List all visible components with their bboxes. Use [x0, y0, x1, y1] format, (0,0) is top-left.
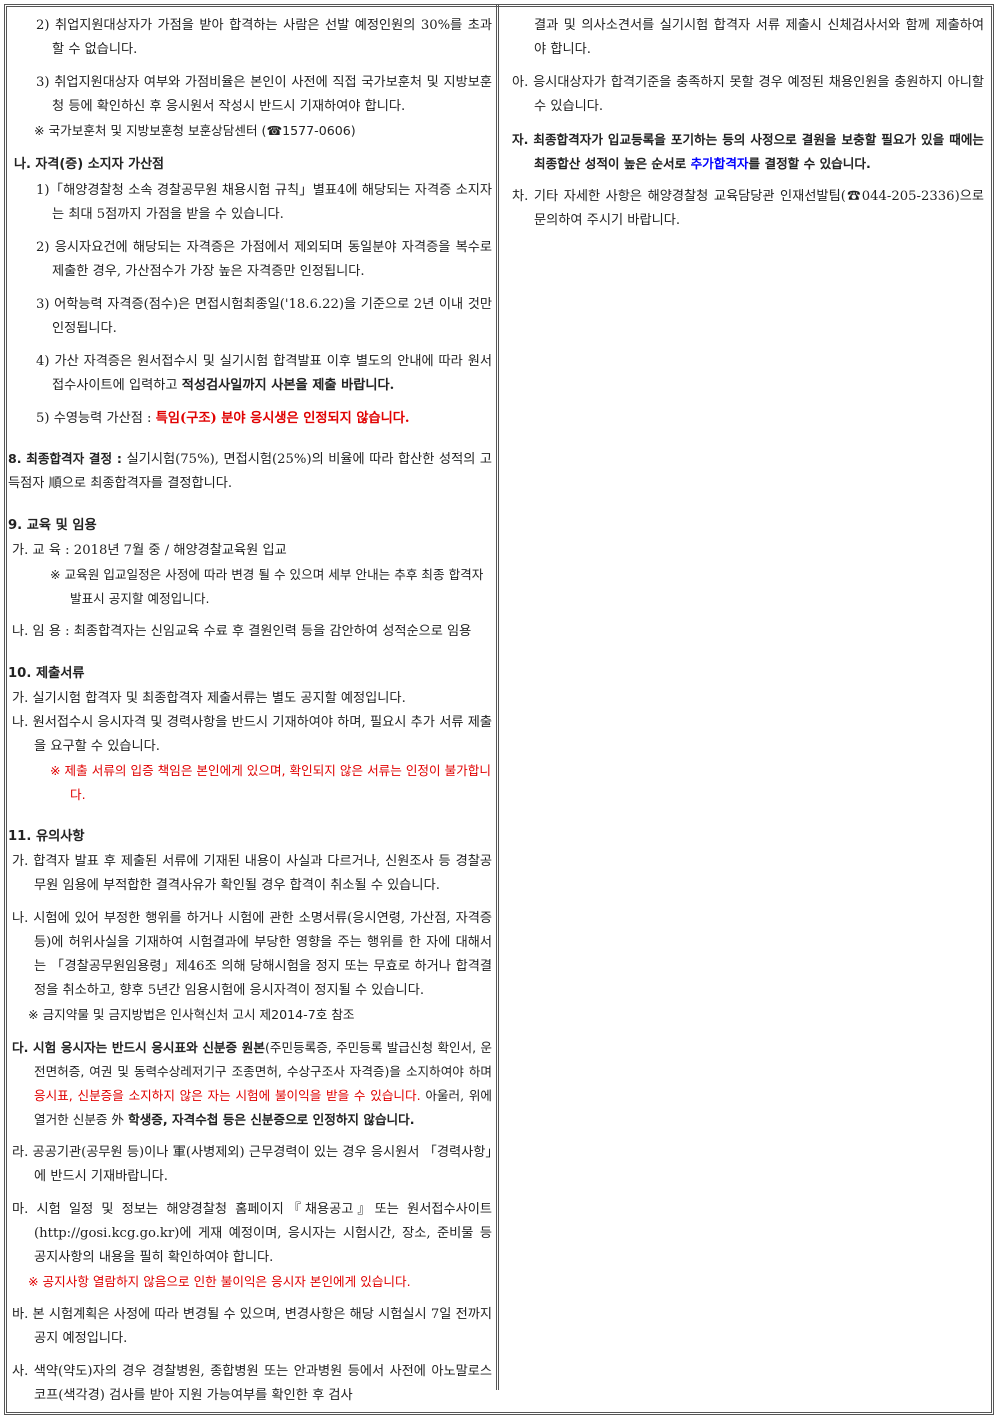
- sa-continued: 결과 및 의사소견서를 실기시험 합격자 서류 제출시 신체검사서와 함께 제출…: [534, 18, 984, 57]
- right-column: 결과 및 의사소견서를 실기시험 합격자 서류 제출시 신체검사서와 함께 제출…: [508, 14, 984, 242]
- s11-ma: 마. 시험 일정 및 정보는 해양경찰청 홈페이지『채용공고』또는 원서접수사이…: [12, 1202, 492, 1265]
- item-ja: 자. 최종합격자가 입교등록을 포기하는 등의 사정으로 결원을 보충할 필요가…: [512, 132, 984, 171]
- item-n2: 2) 응시자요건에 해당되는 자격증은 가점에서 제외되며 동일분야 자격증을 …: [36, 240, 492, 279]
- s9-ga-note: ※ 교육원 입교일정은 사정에 따라 변경 될 수 있으며 세부 안내는 추후 …: [50, 567, 484, 606]
- item-a2: 2) 취업지원대상자가 가점을 받아 합격하는 사람은 선발 예정인원의 30%…: [36, 18, 492, 57]
- s11-ga: 가. 합격자 발표 후 제출된 서류에 기재된 내용이 사실과 다르거나, 신원…: [12, 854, 492, 893]
- a3-note: ※ 국가보훈처 및 지방보훈청 보훈상담센터 (☎1577-0606): [34, 123, 356, 138]
- s11-na-note: ※ 금지약물 및 금지방법은 인사혁신처 고시 제2014-7호 참조: [28, 1007, 355, 1022]
- section-na-title: 나. 자격(증) 소지자 가산점: [14, 157, 164, 172]
- s10-ga: 가. 실기시험 합격자 및 최종합격자 제출서류는 별도 공지할 예정입니다.: [12, 691, 406, 706]
- section-10-title: 10. 제출서류: [8, 666, 85, 681]
- s9-ga: 가. 교 육 : 2018년 7월 중 / 해양경찰교육원 입교: [12, 543, 287, 558]
- s9-na: 나. 임 용 : 최종합격자는 신임교육 수료 후 결원인력 등을 감안하여 성…: [12, 624, 472, 639]
- s11-ra: 라. 공공기관(공무원 등)이나 軍(사병제외) 근무경력이 있는 경우 응시원…: [12, 1145, 492, 1184]
- item-n5: 5) 수영능력 가산점 : 특임(구조) 분야 응시생은 인정되지 않습니다.: [36, 411, 410, 426]
- item-a: 아. 응시대상자가 합격기준을 충족하지 못할 경우 예정된 채용인원을 충원하…: [512, 75, 984, 114]
- left-column: 2) 취업지원대상자가 가점을 받아 합격하는 사람은 선발 예정인원의 30%…: [8, 14, 492, 1417]
- column-divider: [496, 4, 499, 1390]
- section-11-title: 11. 유의사항: [8, 829, 85, 844]
- s11-na: 나. 시험에 있어 부정한 행위를 하거나 시험에 관한 소명서류(응시연령, …: [12, 911, 492, 998]
- s11-ba: 바. 본 시험계획은 사정에 따라 변경될 수 있으며, 변경사항은 해당 시험…: [12, 1307, 492, 1346]
- item-n1: 1)「해양경찰청 소속 경찰공무원 채용시험 규칙」별표4에 해당되는 자격증 …: [36, 183, 492, 222]
- section-9-title: 9. 교육 및 임용: [8, 518, 97, 533]
- item-n4: 4) 가산 자격증은 원서접수시 및 실기시험 합격발표 이후 별도의 안내에 …: [36, 354, 492, 393]
- item-a3: 3) 취업지원대상자 여부와 가점비율은 본인이 사전에 직접 국가보훈처 및 …: [36, 75, 493, 114]
- s10-na: 나. 원서접수시 응시자격 및 경력사항을 반드시 기재하여야 하며, 필요시 …: [12, 715, 492, 754]
- item-cha: 차. 기타 자세한 사항은 해양경찰청 교육담당관 인재선발팀(☎044-205…: [512, 189, 984, 228]
- page-frame: [4, 4, 994, 1415]
- s10-note: ※ 제출 서류의 입증 책임은 본인에게 있으며, 확인되지 않은 서류는 인정…: [50, 763, 491, 802]
- s11-sa: 사. 색약(약도)자의 경우 경찰병원, 종합병원 또는 안과병원 등에서 사전…: [12, 1364, 492, 1403]
- s11-ma-note: ※ 공지사항 열람하지 않음으로 인한 불이익은 응시자 본인에게 있습니다.: [28, 1274, 411, 1289]
- item-n3: 3) 어학능력 자격증(점수)은 면접시험최종일('18.6.22)을 기준으로…: [36, 297, 492, 336]
- s11-da: 다. 시험 응시자는 반드시 응시표와 신분증 원본(주민등록증, 주민등록 발…: [12, 1040, 492, 1127]
- section-8: 8. 최종합격자 결정 : 실기시험(75%), 면접시험(25%)의 비율에 …: [8, 451, 492, 491]
